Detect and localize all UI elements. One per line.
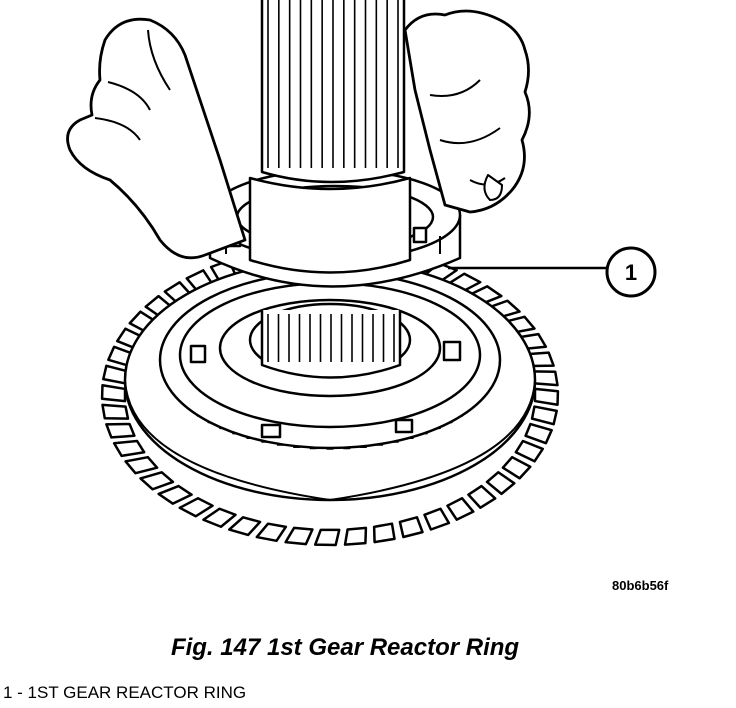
lower-shaft-splines (267, 314, 395, 362)
gear-tooth (255, 522, 288, 543)
gear-tooth (313, 528, 341, 547)
callout-legend: 1 - 1ST GEAR REACTOR RING (3, 683, 247, 702)
gear-tooth (284, 526, 314, 546)
gear-tooth (101, 403, 130, 420)
hub-window (394, 418, 414, 434)
gear-tooth (446, 497, 475, 521)
gear-tooth (485, 471, 516, 496)
left-hand (66, 17, 247, 260)
callout-number: 1 (625, 260, 637, 285)
gear-tooth (157, 484, 193, 505)
gear-tooth (112, 439, 146, 458)
hub-window (442, 340, 462, 362)
right-thumbnail (483, 174, 503, 201)
main-shaft (248, 0, 412, 274)
image-code: 80b6b56f (612, 578, 669, 593)
gear-tooth (124, 455, 159, 475)
hub-window (189, 344, 207, 364)
gear-tooth (105, 422, 136, 439)
left-hand-fingers (94, 29, 171, 141)
gear-tooth (501, 455, 532, 480)
gear-tooth (524, 422, 553, 445)
gear-tooth (514, 439, 545, 463)
gear-tooth (398, 516, 424, 539)
gear-tooth (423, 507, 451, 531)
gear-tooth (228, 516, 262, 537)
gear-illustration: 1 (66, 0, 657, 547)
figure-caption: Fig. 147 1st Gear Reactor Ring (170, 634, 520, 661)
gear-tooth (139, 471, 175, 491)
gear-tooth (530, 405, 558, 426)
hub-window (260, 423, 282, 439)
gear-face-lower (124, 379, 536, 501)
gear-tooth (100, 384, 127, 403)
gear-tooth (202, 507, 237, 528)
gear-tooth (533, 387, 560, 406)
gear-tooth (343, 526, 368, 546)
gear-tooth (372, 522, 396, 544)
gear-tooth (178, 497, 214, 518)
callout-circle (605, 246, 657, 298)
gear-tooth (467, 484, 497, 509)
right-hand (403, 9, 531, 214)
